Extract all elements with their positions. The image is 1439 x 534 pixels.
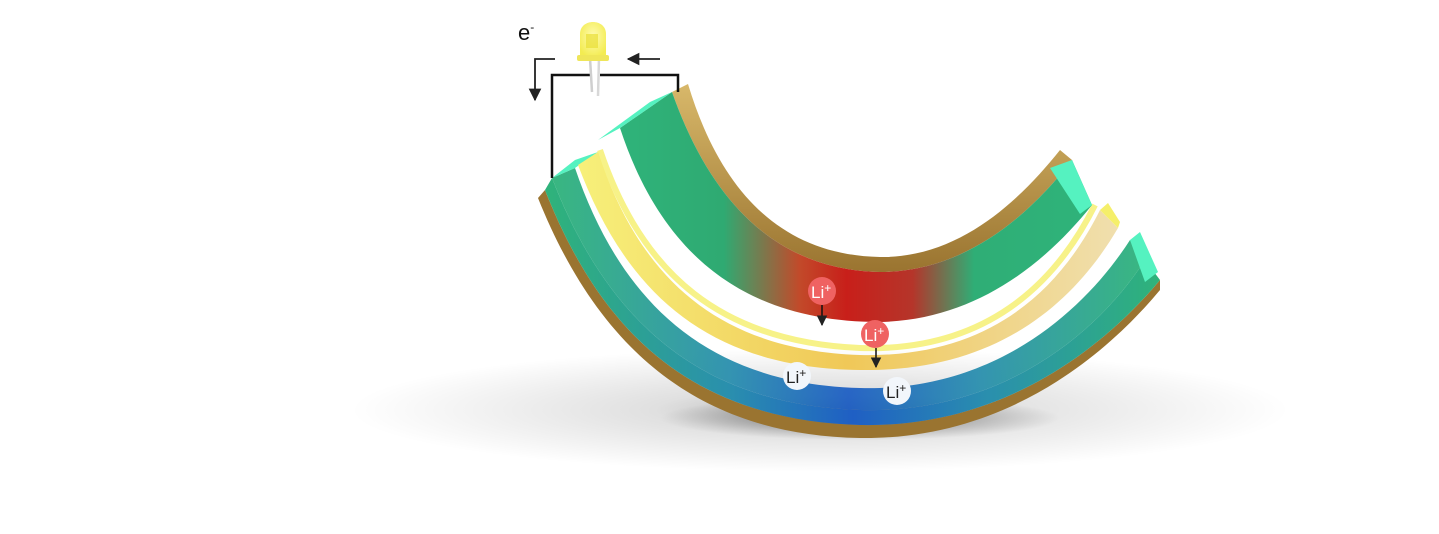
electron-label: e-: [518, 20, 534, 45]
cathode-end-cap: [1050, 160, 1092, 214]
li-ion-anode: Li+: [883, 377, 911, 405]
li-ion-cathode: Li+: [808, 277, 836, 305]
separator-layer: [578, 149, 1120, 371]
svg-text:Li+: Li+: [864, 324, 884, 345]
cathode-body: [620, 92, 1092, 322]
li-ion-anode: Li+: [783, 362, 811, 390]
svg-text:Li+: Li+: [886, 381, 906, 402]
separator-body: [578, 152, 1118, 371]
arrow-down-icon: [528, 58, 555, 102]
external-circuit: [550, 73, 680, 178]
circuit-wire: [550, 73, 680, 178]
svg-text:Li+: Li+: [786, 366, 806, 387]
cathode-current-collector: [672, 84, 1072, 272]
led-bulb-icon: [577, 22, 609, 97]
cathode-layer: [598, 84, 1092, 322]
li-ion-separator: Li+: [861, 320, 889, 348]
svg-text:Li+: Li+: [811, 281, 831, 302]
anode-end-cap: [1130, 232, 1158, 282]
anode-layer: [538, 152, 1160, 439]
